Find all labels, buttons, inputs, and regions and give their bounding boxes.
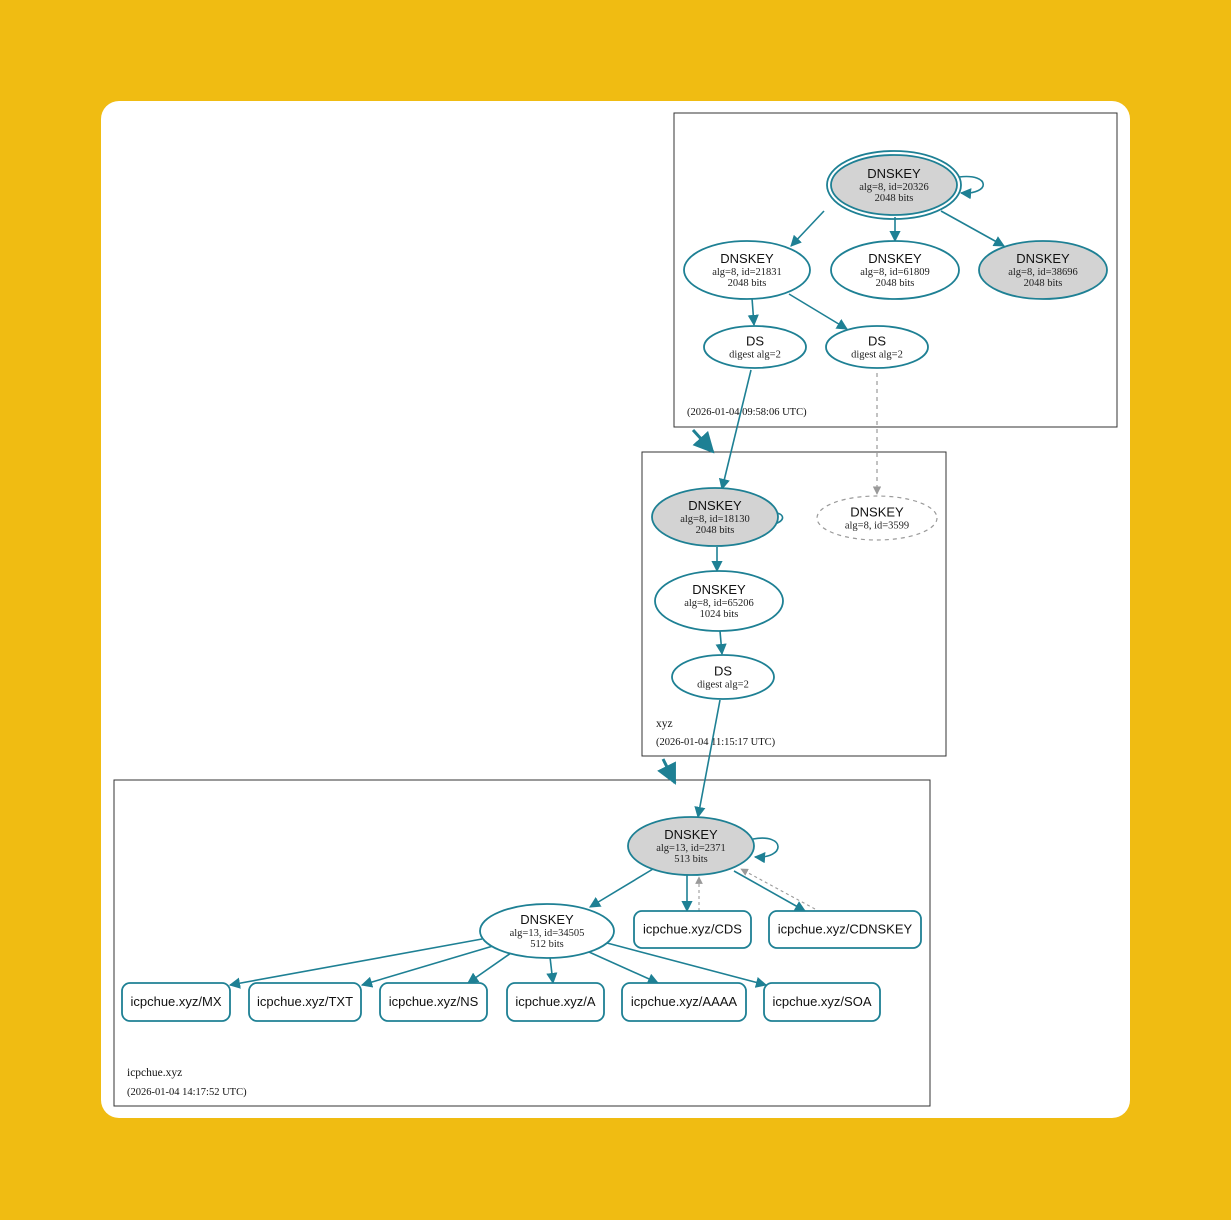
- zone-xyz: xyz (2026-01-04 11:15:17 UTC): [641, 451, 947, 757]
- node-title: DS: [714, 664, 732, 679]
- record-label: icpchue.xyz/MX: [130, 994, 221, 1009]
- edge-cdnskey-iksk: [740, 868, 816, 910]
- edge-izsk-aaaa: [588, 951, 660, 984]
- edge-izsk-mx: [228, 938, 483, 989]
- node-detail: digest alg=2: [697, 680, 749, 691]
- delegation-arrow-root-xyz: [691, 428, 715, 454]
- node-detail: digest alg=2: [729, 350, 781, 361]
- node-detail: 513 bits: [674, 854, 708, 865]
- node-detail: alg=8, id=38696: [1008, 267, 1078, 278]
- node-detail: alg=8, id=20326: [859, 182, 929, 193]
- edge-rksk-self: [958, 175, 985, 200]
- node-title: DNSKEY: [867, 166, 921, 181]
- node-title: DNSKEY: [664, 827, 718, 842]
- record-a: icpchue.xyz/A: [506, 982, 605, 1022]
- node-title: DNSKEY: [868, 251, 922, 266]
- edge-izsk-ns: [467, 952, 512, 984]
- node-detail: alg=8, id=18130: [680, 514, 750, 525]
- record-cdnskey: icpchue.xyz/CDNSKEY: [768, 910, 922, 949]
- zone-xyz-name: xyz: [656, 718, 673, 730]
- zone-root: (2026-01-04 09:58:06 UTC): [673, 112, 1118, 428]
- edge-xds-iksk: [694, 699, 721, 819]
- node-detail: 2048 bits: [875, 193, 914, 204]
- record-label: icpchue.xyz/NS: [389, 994, 479, 1009]
- node-detail: alg=13, id=2371: [656, 843, 726, 854]
- zone-icpchue-name: icpchue.xyz: [127, 1067, 182, 1079]
- record-label: icpchue.xyz/CDS: [643, 922, 742, 937]
- delegation-arrow-xyz-icpchue: [657, 758, 677, 785]
- record-label: icpchue.xyz/TXT: [257, 994, 353, 1009]
- zone-icpchue: icpchue.xyz (2026-01-04 14:17:52 UTC): [113, 779, 931, 1107]
- edge-izsk-a: [546, 956, 558, 985]
- node-title: DNSKEY: [692, 582, 746, 597]
- node-detail: 2048 bits: [696, 525, 735, 536]
- edge-izsk-soa: [606, 942, 768, 988]
- dnssec-chain-graph: (2026-01-04 09:58:06 UTC) xyz (2026-01-0…: [113, 112, 1118, 1107]
- record-soa: icpchue.xyz/SOA: [763, 982, 881, 1022]
- node-title: DNSKEY: [1016, 251, 1070, 266]
- node-detail: 2048 bits: [1024, 278, 1063, 289]
- edge-rzsk1-rds2: [788, 293, 848, 330]
- edge-izsk-txt: [360, 945, 494, 988]
- record-cds: icpchue.xyz/CDS: [633, 910, 752, 949]
- node-title: DNSKEY: [850, 505, 904, 520]
- edge-iksk-izsk: [589, 868, 654, 908]
- record-label: icpchue.xyz/CDNSKEY: [778, 922, 913, 937]
- record-txt: icpchue.xyz/TXT: [248, 982, 362, 1022]
- node-title: DS: [868, 334, 886, 349]
- node-detail: 1024 bits: [700, 609, 739, 620]
- node-title: DNSKEY: [520, 912, 574, 927]
- node-title: DNSKEY: [688, 498, 742, 513]
- node-detail: alg=8, id=61809: [860, 267, 930, 278]
- record-label: icpchue.xyz/AAAA: [631, 994, 738, 1009]
- edge-rksk-rzsk1: [790, 210, 825, 247]
- diagram-card: (2026-01-04 09:58:06 UTC) xyz (2026-01-0…: [101, 101, 1130, 1118]
- edge-rds1-xksk: [718, 369, 752, 491]
- node-detail: alg=8, id=3599: [845, 521, 909, 532]
- node-detail: 2048 bits: [876, 278, 915, 289]
- edge-rksk-rzsk3: [940, 210, 1005, 247]
- node-detail: 2048 bits: [728, 278, 767, 289]
- node-title: DS: [746, 334, 764, 349]
- record-mx: icpchue.xyz/MX: [121, 982, 231, 1022]
- edge-iksk-self: [752, 837, 779, 864]
- node-title: DNSKEY: [720, 251, 774, 266]
- record-label: icpchue.xyz/A: [515, 994, 596, 1009]
- node-detail: alg=13, id=34505: [510, 928, 585, 939]
- node-detail: alg=8, id=65206: [684, 598, 754, 609]
- edge-xzsk-xds: [715, 630, 727, 656]
- zone-xyz-timestamp: (2026-01-04 11:15:17 UTC): [656, 737, 776, 748]
- zone-icpchue-timestamp: (2026-01-04 14:17:52 UTC): [127, 1087, 247, 1098]
- node-detail: alg=8, id=21831: [712, 267, 782, 278]
- node-detail: digest alg=2: [851, 350, 903, 361]
- record-ns: icpchue.xyz/NS: [379, 982, 488, 1022]
- record-aaaa: icpchue.xyz/AAAA: [621, 982, 747, 1022]
- edge-rzsk1-rds1: [747, 297, 759, 327]
- zone-root-timestamp: (2026-01-04 09:58:06 UTC): [687, 407, 807, 418]
- node-detail: 512 bits: [530, 939, 564, 950]
- edge-iksk-cdnskey: [733, 870, 806, 912]
- record-label: icpchue.xyz/SOA: [773, 994, 872, 1009]
